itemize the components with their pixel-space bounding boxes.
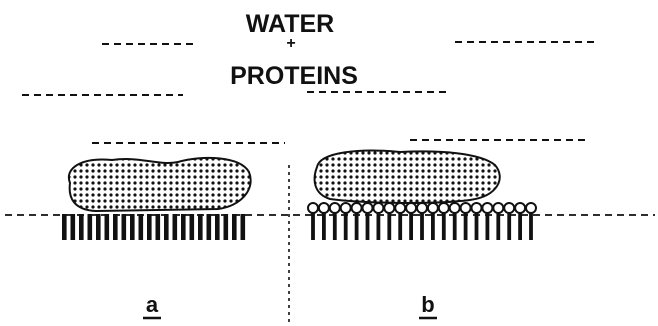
- lipid-tail: [311, 213, 315, 240]
- lipid-headgroup: [308, 203, 318, 213]
- title-plus: +: [286, 35, 295, 52]
- lipid-tail: [344, 213, 348, 240]
- lipid-tail: [486, 213, 490, 240]
- protein-blob-a: [69, 158, 251, 211]
- lipid-tail: [420, 213, 424, 240]
- lipid-tail: [198, 214, 203, 240]
- lipid-headgroup: [428, 203, 438, 213]
- lipid-tail: [377, 213, 381, 240]
- lipid-headgroup: [406, 203, 416, 213]
- lipid-tail: [164, 214, 169, 240]
- lipid-headgroup: [373, 203, 383, 213]
- lipid-tail: [156, 214, 161, 240]
- lipid-tail: [355, 213, 359, 240]
- lipid-headgroup: [493, 203, 503, 213]
- panel-label-a: a: [146, 292, 159, 317]
- lipid-headgroup: [395, 203, 405, 213]
- lipid-tail: [224, 214, 229, 240]
- lipid-headgroup: [352, 203, 362, 213]
- lipid-tail: [464, 213, 468, 240]
- lipid-headgroup: [472, 203, 482, 213]
- lipid-tail: [409, 213, 413, 240]
- lipid-tail: [181, 214, 186, 240]
- lipid-tail: [529, 213, 533, 240]
- lipid-tail: [241, 214, 246, 240]
- lipid-tail: [475, 213, 479, 240]
- lipid-tail: [147, 214, 152, 240]
- lipid-layer-b: [308, 203, 536, 240]
- lipid-tail: [207, 214, 212, 240]
- lipid-headgroup: [330, 203, 340, 213]
- lipid-tail: [130, 214, 135, 240]
- lipid-tail: [442, 213, 446, 240]
- lipid-headgroup: [526, 203, 536, 213]
- water-dash-lines: [22, 42, 598, 143]
- lipid-tail: [431, 213, 435, 240]
- lipid-headgroup: [384, 203, 394, 213]
- title-water: WATER: [246, 10, 334, 38]
- lipid-headgroup: [450, 203, 460, 213]
- lipid-tail: [139, 214, 144, 240]
- lipid-headgroup: [439, 203, 449, 213]
- lipid-headgroup: [461, 203, 471, 213]
- lipid-tail: [113, 214, 118, 240]
- protein-blob-b: [315, 151, 500, 203]
- lipid-tail: [496, 213, 500, 240]
- lipid-tail: [71, 214, 76, 240]
- lipid-tail: [105, 214, 110, 240]
- lipid-tail: [215, 214, 220, 240]
- lipid-headgroup: [417, 203, 427, 213]
- panel-label-b: b: [421, 292, 434, 317]
- lipid-tail: [518, 213, 522, 240]
- lipid-tails-a: [62, 214, 245, 240]
- lipid-tail: [232, 214, 237, 240]
- lipid-headgroup: [482, 203, 492, 213]
- lipid-tail: [453, 213, 457, 240]
- title-proteins: PROTEINS: [230, 62, 358, 90]
- lipid-tail: [333, 213, 337, 240]
- lipid-tail: [62, 214, 67, 240]
- lipid-headgroup: [504, 203, 514, 213]
- lipid-tail: [88, 214, 93, 240]
- lipid-tail: [122, 214, 127, 240]
- lipid-tail: [190, 214, 195, 240]
- lipid-tail: [173, 214, 178, 240]
- lipid-headgroup: [341, 203, 351, 213]
- lipid-tail: [322, 213, 326, 240]
- lipid-tail: [79, 214, 84, 240]
- lipid-headgroup: [319, 203, 329, 213]
- lipid-tail: [96, 214, 101, 240]
- lipid-tail: [507, 213, 511, 240]
- lipid-headgroup: [363, 203, 373, 213]
- lipid-tail: [387, 213, 391, 240]
- lipid-headgroup: [515, 203, 525, 213]
- lipid-tail: [398, 213, 402, 240]
- lipid-tail: [366, 213, 370, 240]
